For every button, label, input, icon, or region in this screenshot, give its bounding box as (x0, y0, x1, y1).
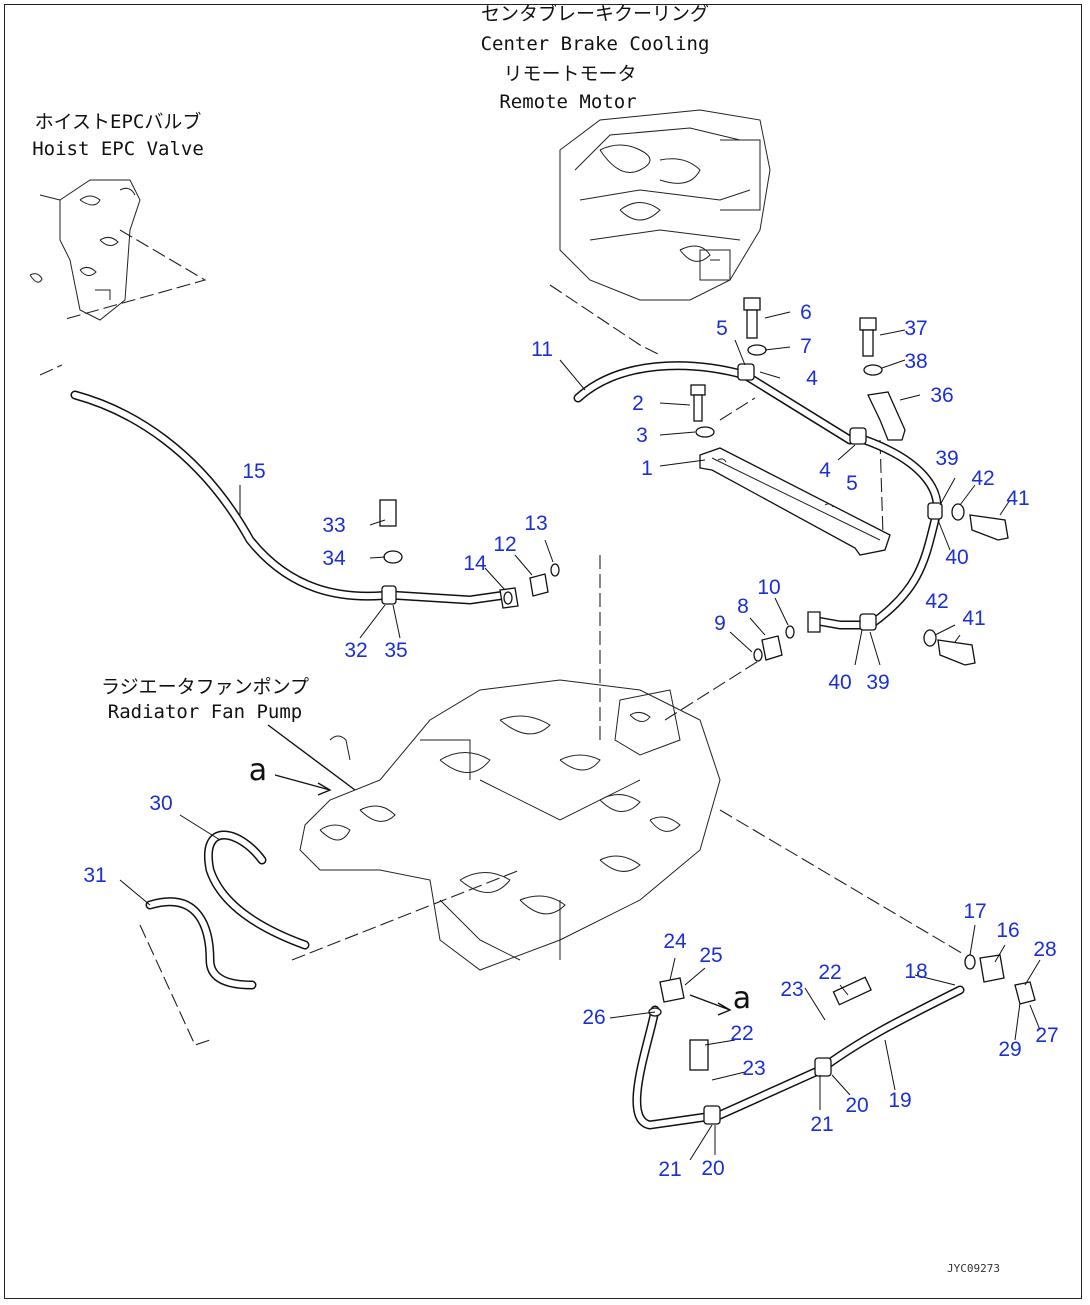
leader-lines (119, 311, 1041, 1161)
hoist-epc-valve-sketch (29, 179, 207, 376)
callout-3: 3 (636, 424, 648, 447)
callout-29: 29 (998, 1038, 1021, 1061)
callout-1: 1 (641, 457, 653, 480)
callout-23: 23 (742, 1057, 765, 1080)
callout-21: 21 (810, 1113, 833, 1136)
captions: センタブレーキクーリング Center Brake Cooling リモートモー… (32, 2, 1000, 1275)
callout-38: 38 (904, 350, 927, 373)
callout-4: 4 (806, 367, 818, 390)
center-brake-caption-jp: センタブレーキクーリング (481, 2, 709, 25)
remote-motor-caption-jp: リモートモータ (503, 63, 636, 85)
callout-12: 12 (493, 533, 516, 556)
center-brake-caption-en: Center Brake Cooling (481, 33, 710, 55)
callout-21: 21 (658, 1158, 681, 1181)
callout-20: 20 (845, 1094, 868, 1117)
view-letter-a-2: a (733, 981, 751, 1016)
callout-13: 13 (524, 512, 547, 535)
drawing-code: JYC09273 (947, 1262, 1000, 1275)
callout-15: 15 (242, 460, 265, 483)
callout-35: 35 (384, 639, 407, 662)
callout-22: 22 (818, 961, 841, 984)
callout-39: 39 (935, 447, 958, 470)
hoses (70, 361, 1036, 1130)
callout-18: 18 (904, 960, 927, 983)
callout-20: 20 (701, 1157, 724, 1180)
callout-42: 42 (925, 590, 948, 613)
callout-40: 40 (828, 671, 851, 694)
fan-pump-caption-en: Radiator Fan Pump (108, 701, 302, 723)
hoist-valve-caption-jp: ホイストEPCバルブ (35, 110, 202, 133)
callout-2: 2 (632, 392, 644, 415)
callout-14: 14 (463, 552, 487, 575)
fan-pump-caption-jp: ラジエータファンポンプ (101, 676, 309, 698)
callout-27: 27 (1035, 1024, 1058, 1047)
callout-6: 6 (800, 301, 812, 324)
callout-32: 32 (344, 639, 367, 662)
callout-34: 34 (322, 547, 346, 570)
callout-40: 40 (945, 546, 968, 569)
radiator-fan-pump-sketch (139, 555, 966, 1046)
callout-5: 5 (846, 472, 858, 495)
bracket-assembly (690, 297, 1009, 666)
callout-19: 19 (888, 1089, 911, 1112)
callout-33: 33 (322, 514, 345, 537)
callout-5: 5 (716, 317, 728, 340)
hoist-valve-caption-en: Hoist EPC Valve (32, 138, 204, 160)
callout-7: 7 (800, 335, 812, 358)
callout-41: 41 (1006, 487, 1029, 510)
callout-42: 42 (971, 467, 994, 490)
callout-16: 16 (996, 919, 1019, 942)
view-letter-a: a (249, 753, 267, 788)
callout-8: 8 (737, 595, 749, 618)
callouts: 1 2 3 4 4 5 5 6 7 8 9 10 11 12 13 14 15 … (83, 301, 1058, 1181)
callout-23: 23 (780, 978, 803, 1001)
remote-motor-sketch (549, 109, 771, 356)
callout-9: 9 (714, 612, 726, 635)
callout-30: 30 (149, 792, 172, 815)
callout-31: 31 (83, 864, 106, 887)
callout-11: 11 (531, 338, 553, 361)
callout-25: 25 (699, 944, 722, 967)
callout-36: 36 (930, 384, 953, 407)
view-arrows (267, 724, 732, 1016)
callout-24: 24 (663, 930, 687, 953)
callout-37: 37 (904, 317, 927, 340)
callout-26: 26 (582, 1006, 605, 1029)
callout-17: 17 (963, 900, 986, 923)
callout-10: 10 (757, 576, 780, 599)
callout-41: 41 (962, 607, 985, 630)
callout-39: 39 (866, 671, 889, 694)
callout-4: 4 (819, 459, 831, 482)
callout-22: 22 (730, 1022, 753, 1045)
remote-motor-caption-en: Remote Motor (499, 91, 636, 113)
callout-28: 28 (1033, 938, 1056, 961)
